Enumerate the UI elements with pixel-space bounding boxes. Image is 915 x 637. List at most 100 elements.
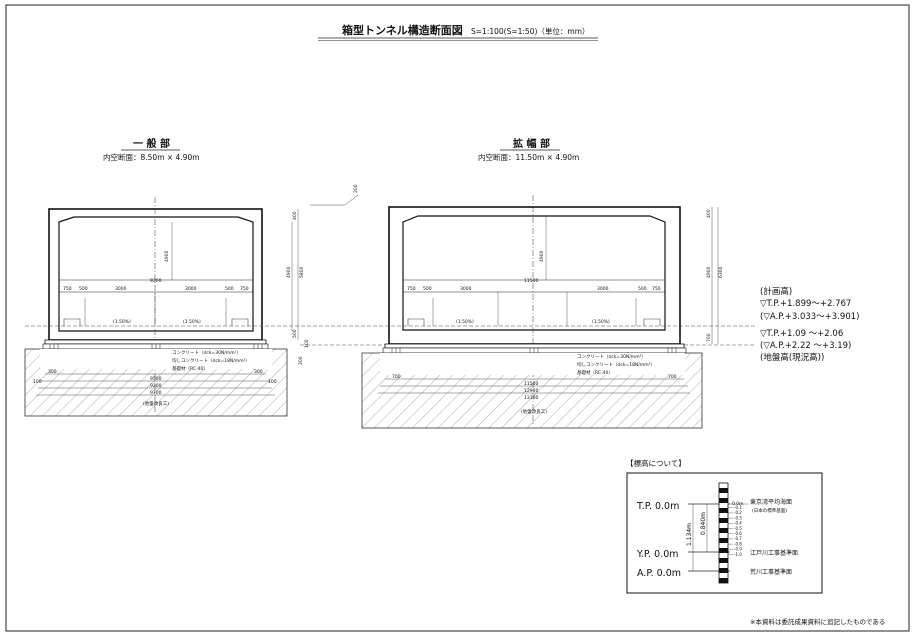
general-dim-3000a: 3000 xyxy=(115,286,127,292)
widened-inner-size: 内空断面：11.50m × 4.90m xyxy=(478,152,579,162)
ruler-block xyxy=(719,578,728,583)
ruler-block xyxy=(719,518,728,523)
general-note-1: コンクリート（σck=30N/mm²） xyxy=(172,350,241,356)
ruler-block xyxy=(719,568,728,573)
general-title: 一 般 部 xyxy=(133,137,170,150)
general-outer-wall xyxy=(48,208,263,341)
general-base-300r: 300 xyxy=(254,369,263,375)
general-notes-bg xyxy=(40,349,272,369)
roof-dim-200: 200 xyxy=(353,184,359,193)
widened-note-1: コンクリート（σck=30N/mm²） xyxy=(577,354,646,360)
ruler-tick-label: -0.5 xyxy=(734,526,742,531)
general-dim-4900: 4900 xyxy=(164,250,170,262)
ruler-tick-label: -0.1 xyxy=(734,505,742,510)
widened-section: 拡 幅 部 内空断面：11.50m × 4.90m 11500 750 500 … xyxy=(361,137,724,429)
widened-title: 拡 幅 部 xyxy=(513,137,550,150)
legend-ap: A.P. 0.0m xyxy=(637,568,681,579)
widened-dim-3000b: 3000 xyxy=(597,286,609,292)
plan-level-title: (計画高) xyxy=(760,286,792,297)
legend-ruler-ticks: -0.1-0.2-0.3-0.4-0.5-0.6-0.7-0.8-0.9-1.0 xyxy=(728,505,742,557)
drawing-scale: S=1:100(S=1:50)（単位：mm） xyxy=(471,26,590,36)
general-inner-size: 内空断面：8.50m × 4.90m xyxy=(103,152,200,162)
ruler-tick-label: -1.0 xyxy=(734,552,742,557)
ruler-block xyxy=(719,498,728,503)
widened-dim-total: 11500 xyxy=(524,278,538,284)
widened-dim-750b: 750 xyxy=(652,286,661,292)
legend-dim-1134: 1.134m xyxy=(686,523,693,546)
general-curbs xyxy=(63,318,249,326)
legend-tp-sub: (日本の標準基面) xyxy=(752,507,787,514)
legend-tp: T.P. 0.0m xyxy=(636,501,679,512)
general-inner-opening xyxy=(58,216,254,332)
general-dim-top-400: 400 xyxy=(292,211,298,220)
elevation-legend: 【標高について】 T.P. 0.0m Y.P. 0.0m A.P. 0.0m 1… xyxy=(626,458,823,594)
widened-note-2: 均しコンクリート（σck=18N/mm²） xyxy=(577,361,655,368)
general-dim-height-4900b: 4900 xyxy=(286,266,292,278)
widened-base-12900: 12900 xyxy=(524,388,538,394)
ruler-block xyxy=(719,508,728,513)
ruler-block xyxy=(719,488,728,493)
widened-leveling-concrete xyxy=(384,343,685,349)
general-leveling-concrete xyxy=(44,339,267,345)
legend-yp-desc: 江戸川工事基準面 xyxy=(750,549,798,557)
general-base-9500: 9500 xyxy=(150,376,162,382)
general-base-100r: 100 xyxy=(268,379,277,385)
ruler-tick-label: -0.8 xyxy=(734,541,742,546)
widened-curbs xyxy=(407,318,661,326)
general-dim-500b: 500 xyxy=(225,286,234,292)
sheet-border xyxy=(5,4,910,632)
general-note-3: 基礎材（RC-40） xyxy=(172,365,208,372)
ruler-tick-label: -0.9 xyxy=(734,547,742,552)
general-base-300l: 300 xyxy=(48,369,57,375)
legend-tp-desc: 東京湾平均海面 xyxy=(750,498,792,506)
ground-level-ap: (▽A.P.+2.22 ～+3.19) xyxy=(760,341,851,351)
general-slope-left: (1.50%) xyxy=(113,319,131,325)
general-base-100l: 100 xyxy=(33,379,42,385)
ruler-block xyxy=(719,558,728,563)
widened-dim-3000a: 3000 xyxy=(460,286,472,292)
general-dim-5800: 5800 xyxy=(299,266,305,278)
legend-ap-desc: 荒川工事基準面 xyxy=(750,568,792,576)
general-base-ticks xyxy=(49,344,263,349)
general-dim-500a: 500 xyxy=(79,286,88,292)
general-ground-label: (地盤改良工) xyxy=(143,400,169,407)
widened-base-ticks xyxy=(391,348,677,353)
general-dim-bottom-200: 200 xyxy=(298,356,304,365)
drawing-title: 箱型トンネル構造断面図 xyxy=(342,23,463,37)
widened-base-course xyxy=(382,347,687,354)
general-base-course xyxy=(42,343,269,350)
general-base-9700: 9700 xyxy=(150,390,162,396)
general-note-2: 均しコンクリート（σck=18N/mm²） xyxy=(172,357,250,364)
widened-dim-4900: 4900 xyxy=(539,250,545,262)
legend-dim-0840: 0.840m xyxy=(700,512,707,535)
ruler-block xyxy=(719,548,728,553)
widened-slope-right: (1.50%) xyxy=(592,319,610,325)
general-dim-bottom-500: 500 xyxy=(292,329,298,338)
widened-dim-bottom-700: 700 xyxy=(706,333,712,342)
ruler-tick-label: -0.2 xyxy=(734,510,742,515)
widened-note-3: 基礎材（RC-40） xyxy=(577,369,613,376)
general-base-9300: 9300 xyxy=(150,383,162,389)
ruler-tick-label: -0.3 xyxy=(734,515,742,520)
ruler-block xyxy=(719,538,728,543)
widened-base-700r: 700 xyxy=(668,374,677,380)
general-dim-750a: 750 xyxy=(63,286,72,292)
ground-level-tp: ▽T.P.+1.09 ～+2.06 xyxy=(760,329,843,339)
widened-outer-wall xyxy=(388,206,681,345)
widened-dim-500b: 500 xyxy=(638,286,647,292)
general-section: 一 般 部 内空断面：8.50m × 4.90m 9300 750 500 30… xyxy=(24,137,310,417)
general-slope-right: (1.50%) xyxy=(183,319,201,325)
widened-dim-500a: 500 xyxy=(423,286,432,292)
footer-note: ※本資料は委託成果資料に追記したものである xyxy=(750,617,885,626)
elevation-notes: (計画高) ▽T.P.+1.899～+2.767 (▽A.P.+3.033～+3… xyxy=(760,286,859,363)
widened-dim-6300: 6300 xyxy=(718,266,724,278)
general-dim-750b: 750 xyxy=(240,286,249,292)
plan-level-ap: (▽A.P.+3.033～+3.901) xyxy=(760,312,859,322)
widened-dim-top-400: 400 xyxy=(706,209,712,218)
ruler-tick-label: -0.6 xyxy=(734,531,742,536)
widened-ground-label: (地盤改良工) xyxy=(521,408,547,415)
ruler-tick-label: -0.7 xyxy=(734,536,742,541)
widened-dim-750a: 750 xyxy=(407,286,416,292)
